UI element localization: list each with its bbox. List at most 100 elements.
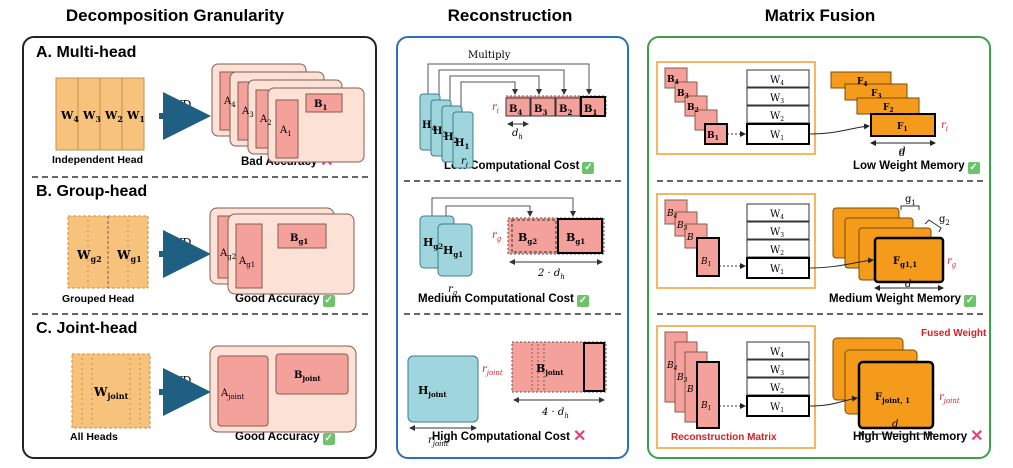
reconstruction-matrix-label: Reconstruction Matrix <box>671 432 777 443</box>
f-stack-low: F4 F3 F2 F1 ri d <box>830 71 948 159</box>
svg-text:rjoint: rjoint <box>939 392 960 405</box>
result-high-cost: High Computational Cost✕ <box>432 429 586 445</box>
d-label-high: d <box>892 419 899 430</box>
svg-text:Bg1: Bg1 <box>290 233 308 246</box>
w-stack-low: W4 W3 W2 W1 <box>746 69 810 145</box>
h-joint: Hjoint rjoint <box>407 355 479 448</box>
cross-icon: ✕ <box>970 428 984 445</box>
result-high-cost-text: High Computational Cost <box>432 431 570 443</box>
svg-text:rg: rg <box>448 284 458 297</box>
d-label-medium: d <box>905 279 912 290</box>
b-stack-low: B4 B3 B2 B1 <box>664 67 728 145</box>
title-decomposition: Decomposition Granularity <box>65 6 285 25</box>
result-low-memory: Low Weight Memory✓ <box>853 160 980 174</box>
decomposition-panel: A. Multi-head Independent Head Bad Accur… <box>22 36 377 459</box>
svg-text:B1: B1 <box>700 401 711 412</box>
svd-label: SVD <box>167 98 191 111</box>
svg-text:ri: ri <box>941 120 948 133</box>
svg-text:H2: H2 <box>444 132 458 145</box>
svg-text:F2: F2 <box>883 103 894 114</box>
svg-text:rg: rg <box>492 230 502 243</box>
svg-text:dh: dh <box>512 128 523 141</box>
svg-text:B3: B3 <box>676 221 688 232</box>
svg-text:B: B <box>686 233 694 243</box>
reconstruction-panel: Low Computational Cost✓ Medium Computati… <box>396 36 629 459</box>
result-good-accuracy-joint-text: Good Accuracy <box>235 431 320 443</box>
check-icon: ✓ <box>582 162 595 174</box>
svg-text:B4: B4 <box>666 209 678 220</box>
title-fusion: Matrix Fusion <box>764 6 876 25</box>
b-row-low: B4 B3 B2 B1 ri dh <box>492 95 607 141</box>
svg-text:B1: B1 <box>700 257 711 268</box>
caption-grouped-head: Grouped Head <box>62 293 135 305</box>
svg-text:d: d <box>899 148 905 159</box>
svg-text:4 · dh: 4 · dh <box>541 407 569 420</box>
b-stack-medium: B4 B3 B B1 <box>664 199 720 277</box>
joint-head-weights: Wjoint <box>71 353 151 429</box>
svg-text:F1: F1 <box>897 122 908 133</box>
svg-text:B4: B4 <box>667 75 679 86</box>
group-head-factors: Ag2 Ag1 Bg1 <box>209 207 355 295</box>
divider <box>32 176 368 178</box>
svg-text:B3: B3 <box>534 104 547 117</box>
svg-text:Fjoint, 1: Fjoint, 1 <box>875 392 910 405</box>
h-stack-medium: Hg2 Hg1 rg <box>419 215 473 297</box>
w-stack-medium: W4 W3 W2 W1 <box>746 203 810 279</box>
svg-text:rjoint: rjoint <box>482 364 503 377</box>
multi-head-weights: W4 W3 W2 W1 <box>55 77 145 151</box>
fusion-diagram: B4 B3 B2 B1 W4 W3 W2 W1 F4 F3 F2 F1 ri <box>656 61 960 449</box>
group-head-weights: Wg2 Wg1 <box>67 215 149 289</box>
result-good-accuracy-text: Good Accuracy <box>235 293 320 305</box>
result-medium-memory: Medium Weight Memory✓ <box>829 293 977 307</box>
svg-text:H3: H3 <box>433 126 447 139</box>
divider <box>404 313 621 315</box>
svg-text:B: B <box>686 385 694 395</box>
fused-weight-label: Fused Weight <box>921 328 987 339</box>
svg-text:B1: B1 <box>707 131 719 142</box>
svg-text:ri: ri <box>492 102 499 115</box>
svg-text:B2: B2 <box>687 103 699 114</box>
h-stack-low: H4 H3 H2 H1 ri <box>419 93 474 169</box>
reconstruction-diagram: Multiply H4 H3 H2 H1 ri B4 B3 B2 <box>407 50 607 448</box>
svd-label: SVD <box>167 236 191 249</box>
svg-text:g1: g1 <box>905 194 916 207</box>
check-icon: ✓ <box>322 295 335 307</box>
section-joint-head: C. Joint-head <box>36 320 138 337</box>
svg-text:H4: H4 <box>422 120 436 133</box>
svg-text:rg: rg <box>947 256 957 269</box>
f-stack-high: Fjoint, 1 rjoint <box>832 337 960 437</box>
divider <box>404 180 621 182</box>
b-row-medium: Bg2 Bg1 rg 2 · dh <box>492 217 605 281</box>
decomposition-diagram: W4 W3 W2 W1 SVD A4 A3 A2 A1 B1 <box>55 63 365 433</box>
svg-text:F4: F4 <box>857 77 868 88</box>
multi-head-factors: A4 A3 A2 A1 B1 <box>211 63 365 163</box>
caption-independent-head: Independent Head <box>52 154 144 166</box>
svg-text:B3: B3 <box>676 373 688 384</box>
w-stack-high: W4 W3 W2 W1 <box>746 341 810 417</box>
fusion-panel: Low Weight Memory✓ Medium Weight Memory✓… <box>647 36 991 459</box>
divider <box>657 180 983 182</box>
result-good-accuracy: Good Accuracy✓ <box>235 293 335 307</box>
d-label-low: d <box>899 146 906 157</box>
title-reconstruction: Reconstruction <box>447 6 573 25</box>
svg-text:B2: B2 <box>559 104 572 117</box>
svg-text:B4: B4 <box>666 361 678 372</box>
svg-text:ri: ri <box>461 156 468 169</box>
section-multi-head: A. Multi-head <box>36 44 137 61</box>
check-icon: ✓ <box>964 295 977 307</box>
result-medium-cost: Medium Computational Cost✓ <box>418 293 589 307</box>
svg-text:Bjoint: Bjoint <box>294 370 321 383</box>
result-low-cost-text: Low Computational Cost <box>444 160 580 172</box>
check-icon: ✓ <box>967 162 980 174</box>
svg-text:B3: B3 <box>677 89 689 100</box>
svg-text:B1: B1 <box>584 104 597 117</box>
check-icon: ✓ <box>322 433 335 445</box>
caption-all-heads: All Heads <box>70 431 118 443</box>
svg-text:F3: F3 <box>871 89 882 100</box>
svg-text:B4: B4 <box>509 104 522 117</box>
f-stack-medium: Fg1,1 g1 g2 rg d <box>832 194 957 291</box>
result-medium-memory-text: Medium Weight Memory <box>829 293 962 305</box>
b-joint: Bjoint rjoint 4 · dh <box>482 341 607 420</box>
check-icon: ✓ <box>576 295 589 307</box>
svg-text:Fg1,1: Fg1,1 <box>893 256 917 269</box>
